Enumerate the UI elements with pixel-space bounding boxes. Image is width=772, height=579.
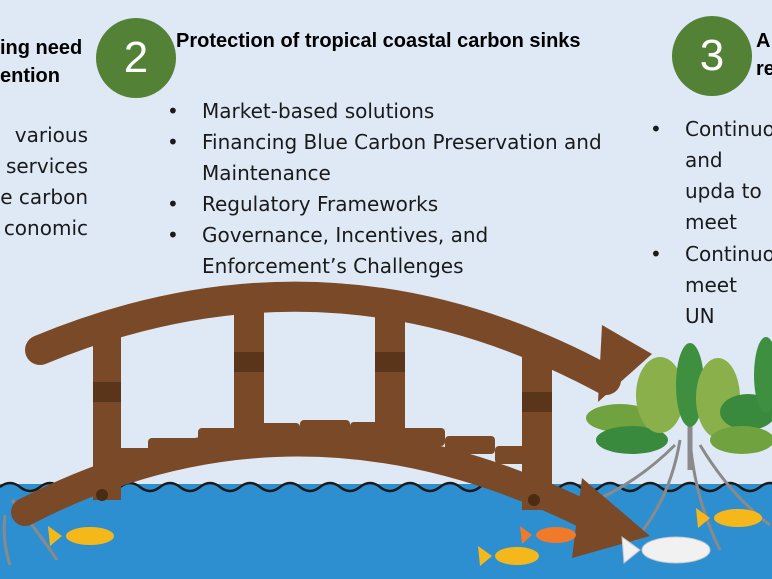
panel2-bullet: Financing Blue Carbon Preservation and M… (167, 127, 607, 189)
bridge-lower-arch (11, 428, 606, 532)
fish-icon (621, 535, 711, 564)
panel1-body-line: various (14, 123, 88, 147)
panel2-bullet: Regulatory Frameworks (167, 189, 607, 220)
panel2-heading: Protection of tropical coastal carbon si… (176, 30, 581, 52)
panel3-heading-line: A (756, 30, 771, 52)
panel2-bullet-list: Market-based solutions Financing Blue Ca… (167, 96, 607, 282)
panel1-body-line: e carbon (0, 185, 88, 209)
fish-icon (696, 508, 762, 528)
panel1-body-line: conomic (3, 216, 88, 240)
fish-icon (48, 526, 114, 546)
step-2-badge: 2 (96, 18, 176, 98)
panel2-bullet: Market-based solutions (167, 96, 607, 127)
mangrove-icon (586, 337, 772, 470)
panel3-heading-line: re (756, 58, 772, 80)
fish-icon (478, 546, 539, 566)
arrow-icon (598, 325, 652, 402)
bridge-bolt (96, 489, 108, 501)
panel2-bullet: Governance, Incentives, and Enforcement’… (167, 220, 522, 282)
bridge-bolt (528, 494, 540, 506)
arrow-icon (572, 478, 650, 558)
post-shading (93, 352, 552, 412)
fish-icon (520, 526, 576, 544)
panel1-body-line: services (5, 154, 88, 178)
panel1-heading-line: ention (0, 65, 60, 87)
bridge-upper-arch (25, 281, 621, 395)
step-3-badge: 3 (672, 16, 752, 96)
panel1-heading-line: ing need (0, 37, 83, 59)
